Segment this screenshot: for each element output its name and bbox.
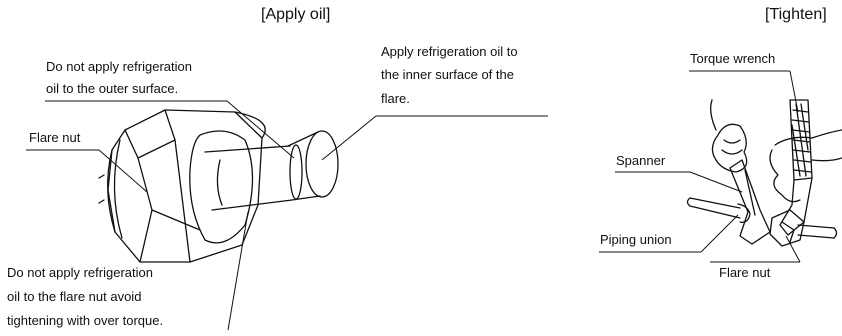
callout-flare-nut: Flare nut (29, 130, 81, 145)
callout-inner-surface-line-3: flare. (381, 91, 410, 106)
callout-outer-surface-line-1: Do not apply refrigeration (46, 59, 192, 74)
header-tighten: [Tighten] (765, 6, 827, 23)
flare-drawing (287, 130, 339, 201)
pipe-drawing (204, 145, 293, 211)
callout-flare-nut-right: Flare nut (719, 265, 771, 280)
callout-over-torque-line-3: tightening with over torque. (7, 313, 164, 328)
callout-over-torque-line-2: oil to the flare nut avoid (7, 289, 142, 304)
flare-nut-drawing (98, 109, 266, 263)
callout-inner-surface-line-1: Apply refrigeration oil to (381, 44, 518, 59)
callout-torque-wrench: Torque wrench (690, 51, 776, 66)
spanner-drawing (710, 99, 771, 245)
torque-wrench-drawing (769, 99, 842, 236)
callout-outer-surface-line-2: oil to the outer surface. (46, 81, 179, 96)
leader-over-torque (227, 211, 249, 331)
callout-spanner: Spanner (616, 153, 666, 168)
callout-over-torque-line-1: Do not apply refrigeration (7, 265, 153, 280)
callout-piping-union: Piping union (600, 232, 672, 247)
piping-drawing (686, 197, 838, 247)
callout-inner-surface-line-2: the inner surface of the (381, 67, 514, 82)
header-apply-oil: [Apply oil] (261, 6, 331, 23)
